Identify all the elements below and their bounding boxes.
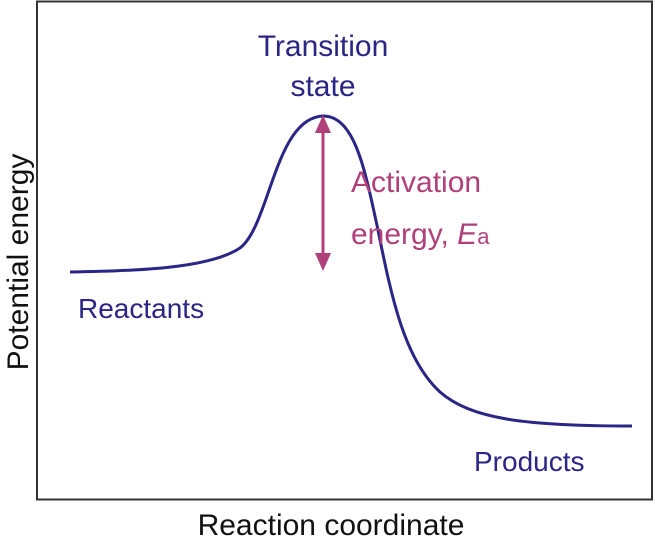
y-axis-label: Potential energy (2, 154, 35, 371)
plot-frame (36, 0, 653, 501)
products-label: Products (474, 446, 585, 477)
activation-arrow-head-down (315, 253, 331, 271)
x-axis-label: Reaction coordinate (198, 509, 465, 542)
activation-arrow-head-up (315, 115, 331, 133)
activation-energy-label: Activation (351, 166, 481, 199)
transition-state-label-2: state (290, 70, 355, 103)
transition-state-label: Transition (258, 30, 389, 63)
activation-energy-label-2: energy, Ea (351, 218, 490, 251)
reactants-label: Reactants (78, 293, 204, 324)
energy-curve (69, 114, 633, 428)
